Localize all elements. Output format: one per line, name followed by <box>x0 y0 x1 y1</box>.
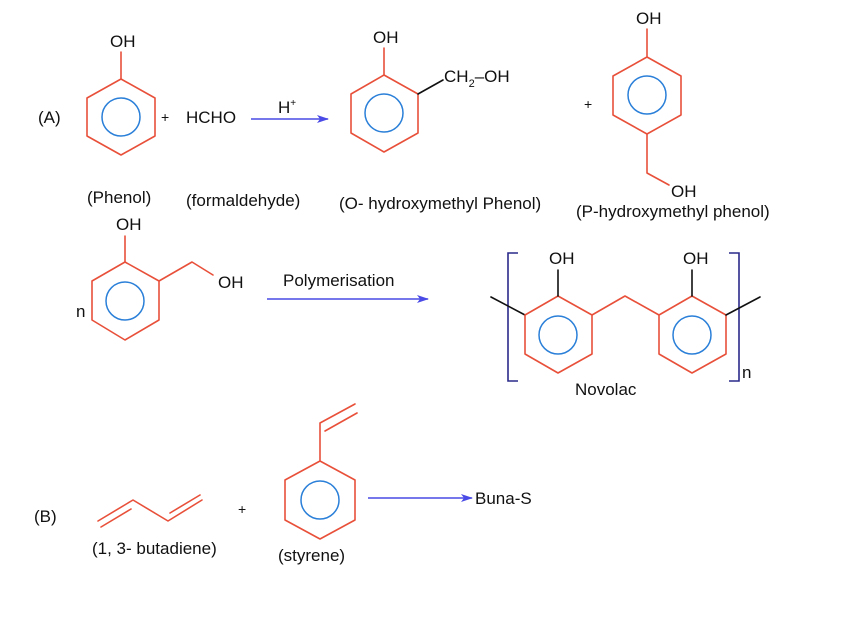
novolac-right-ring <box>658 295 727 374</box>
butadiene-structure <box>97 494 203 528</box>
buna-s-product: Buna-S <box>475 489 532 508</box>
p-hmp-oh-bottom-label: OH <box>671 182 697 201</box>
monomer-ring <box>91 261 160 341</box>
left-bracket <box>507 252 518 382</box>
p-hydroxymethyl-phenol-structure: OH OH <box>612 9 697 201</box>
styrene-name: (styrene) <box>278 546 345 565</box>
monomer-structure: OH OH n <box>76 215 244 341</box>
novolac-right-aromatic-circle <box>672 315 712 355</box>
reaction-a-label: (A) <box>38 108 61 127</box>
formaldehyde-formula: HCHO <box>186 108 236 127</box>
novolac-repeat-n: n <box>742 363 751 382</box>
formaldehyde-name: (formaldehyde) <box>186 191 300 210</box>
o-hmp-name: (O- hydroxymethyl Phenol) <box>339 194 541 213</box>
catalyst-label: H+ <box>278 98 296 117</box>
plus-sign-1: + <box>161 109 169 125</box>
styrene-ring <box>284 460 356 540</box>
o-hmp-ch2-bond <box>417 79 444 95</box>
monomer-aromatic-circle <box>105 281 145 321</box>
styrene-structure <box>284 403 358 540</box>
butadiene-double-bond-1 <box>100 508 132 528</box>
p-hmp-ring <box>612 56 682 135</box>
phenol-name: (Phenol) <box>87 188 151 207</box>
novolac-left-chain-bond <box>490 296 526 316</box>
o-hmp-ring <box>350 74 419 153</box>
right-bracket <box>729 252 740 382</box>
monomer-oh-top-label: OH <box>116 215 142 234</box>
p-hmp-aromatic-circle <box>627 75 667 115</box>
styrene-aromatic-circle <box>300 480 340 520</box>
o-hmp-aromatic-circle <box>364 93 404 133</box>
butadiene-chain <box>97 499 203 522</box>
o-hmp-ch2oh-label: CH2–OH <box>444 67 510 90</box>
novolac-left-ring <box>524 295 593 374</box>
novolac-left-oh-label: OH <box>549 249 575 268</box>
novolac-structure: OH OH n Novolac <box>490 249 761 399</box>
monomer-oh-side-label: OH <box>218 273 244 292</box>
phenol-aromatic-circle <box>101 97 141 137</box>
o-hydroxymethyl-phenol-structure: OH CH2–OH <box>350 28 510 153</box>
polymerisation-label: Polymerisation <box>283 271 395 290</box>
styrene-vinyl-double-bond <box>324 412 358 432</box>
novolac-right-chain-bond <box>725 296 761 316</box>
plus-sign-b: + <box>238 501 246 517</box>
plus-sign-2: + <box>584 96 592 112</box>
monomer-multiplier: n <box>76 302 85 321</box>
reaction-b-label: (B) <box>34 507 57 526</box>
p-hmp-oh-top-label: OH <box>636 9 662 28</box>
styrene-vinyl-bond <box>319 403 356 462</box>
butadiene-name: (1, 3- butadiene) <box>92 539 217 558</box>
novolac-left-aromatic-circle <box>538 315 578 355</box>
phenol-structure: OH <box>86 32 156 156</box>
novolac-right-oh-label: OH <box>683 249 709 268</box>
novolac-methylene-bridge <box>591 295 660 316</box>
butadiene-double-bond-2 <box>169 494 201 514</box>
phenol-oh-label: OH <box>110 32 136 51</box>
p-hmp-ch2-bond <box>646 133 670 186</box>
novolac-name: Novolac <box>575 380 637 399</box>
p-hmp-name: (P-hydroxymethyl phenol) <box>576 202 770 221</box>
monomer-ch2-bond <box>158 261 214 282</box>
o-hmp-oh-label: OH <box>373 28 399 47</box>
phenol-ring <box>86 78 156 156</box>
